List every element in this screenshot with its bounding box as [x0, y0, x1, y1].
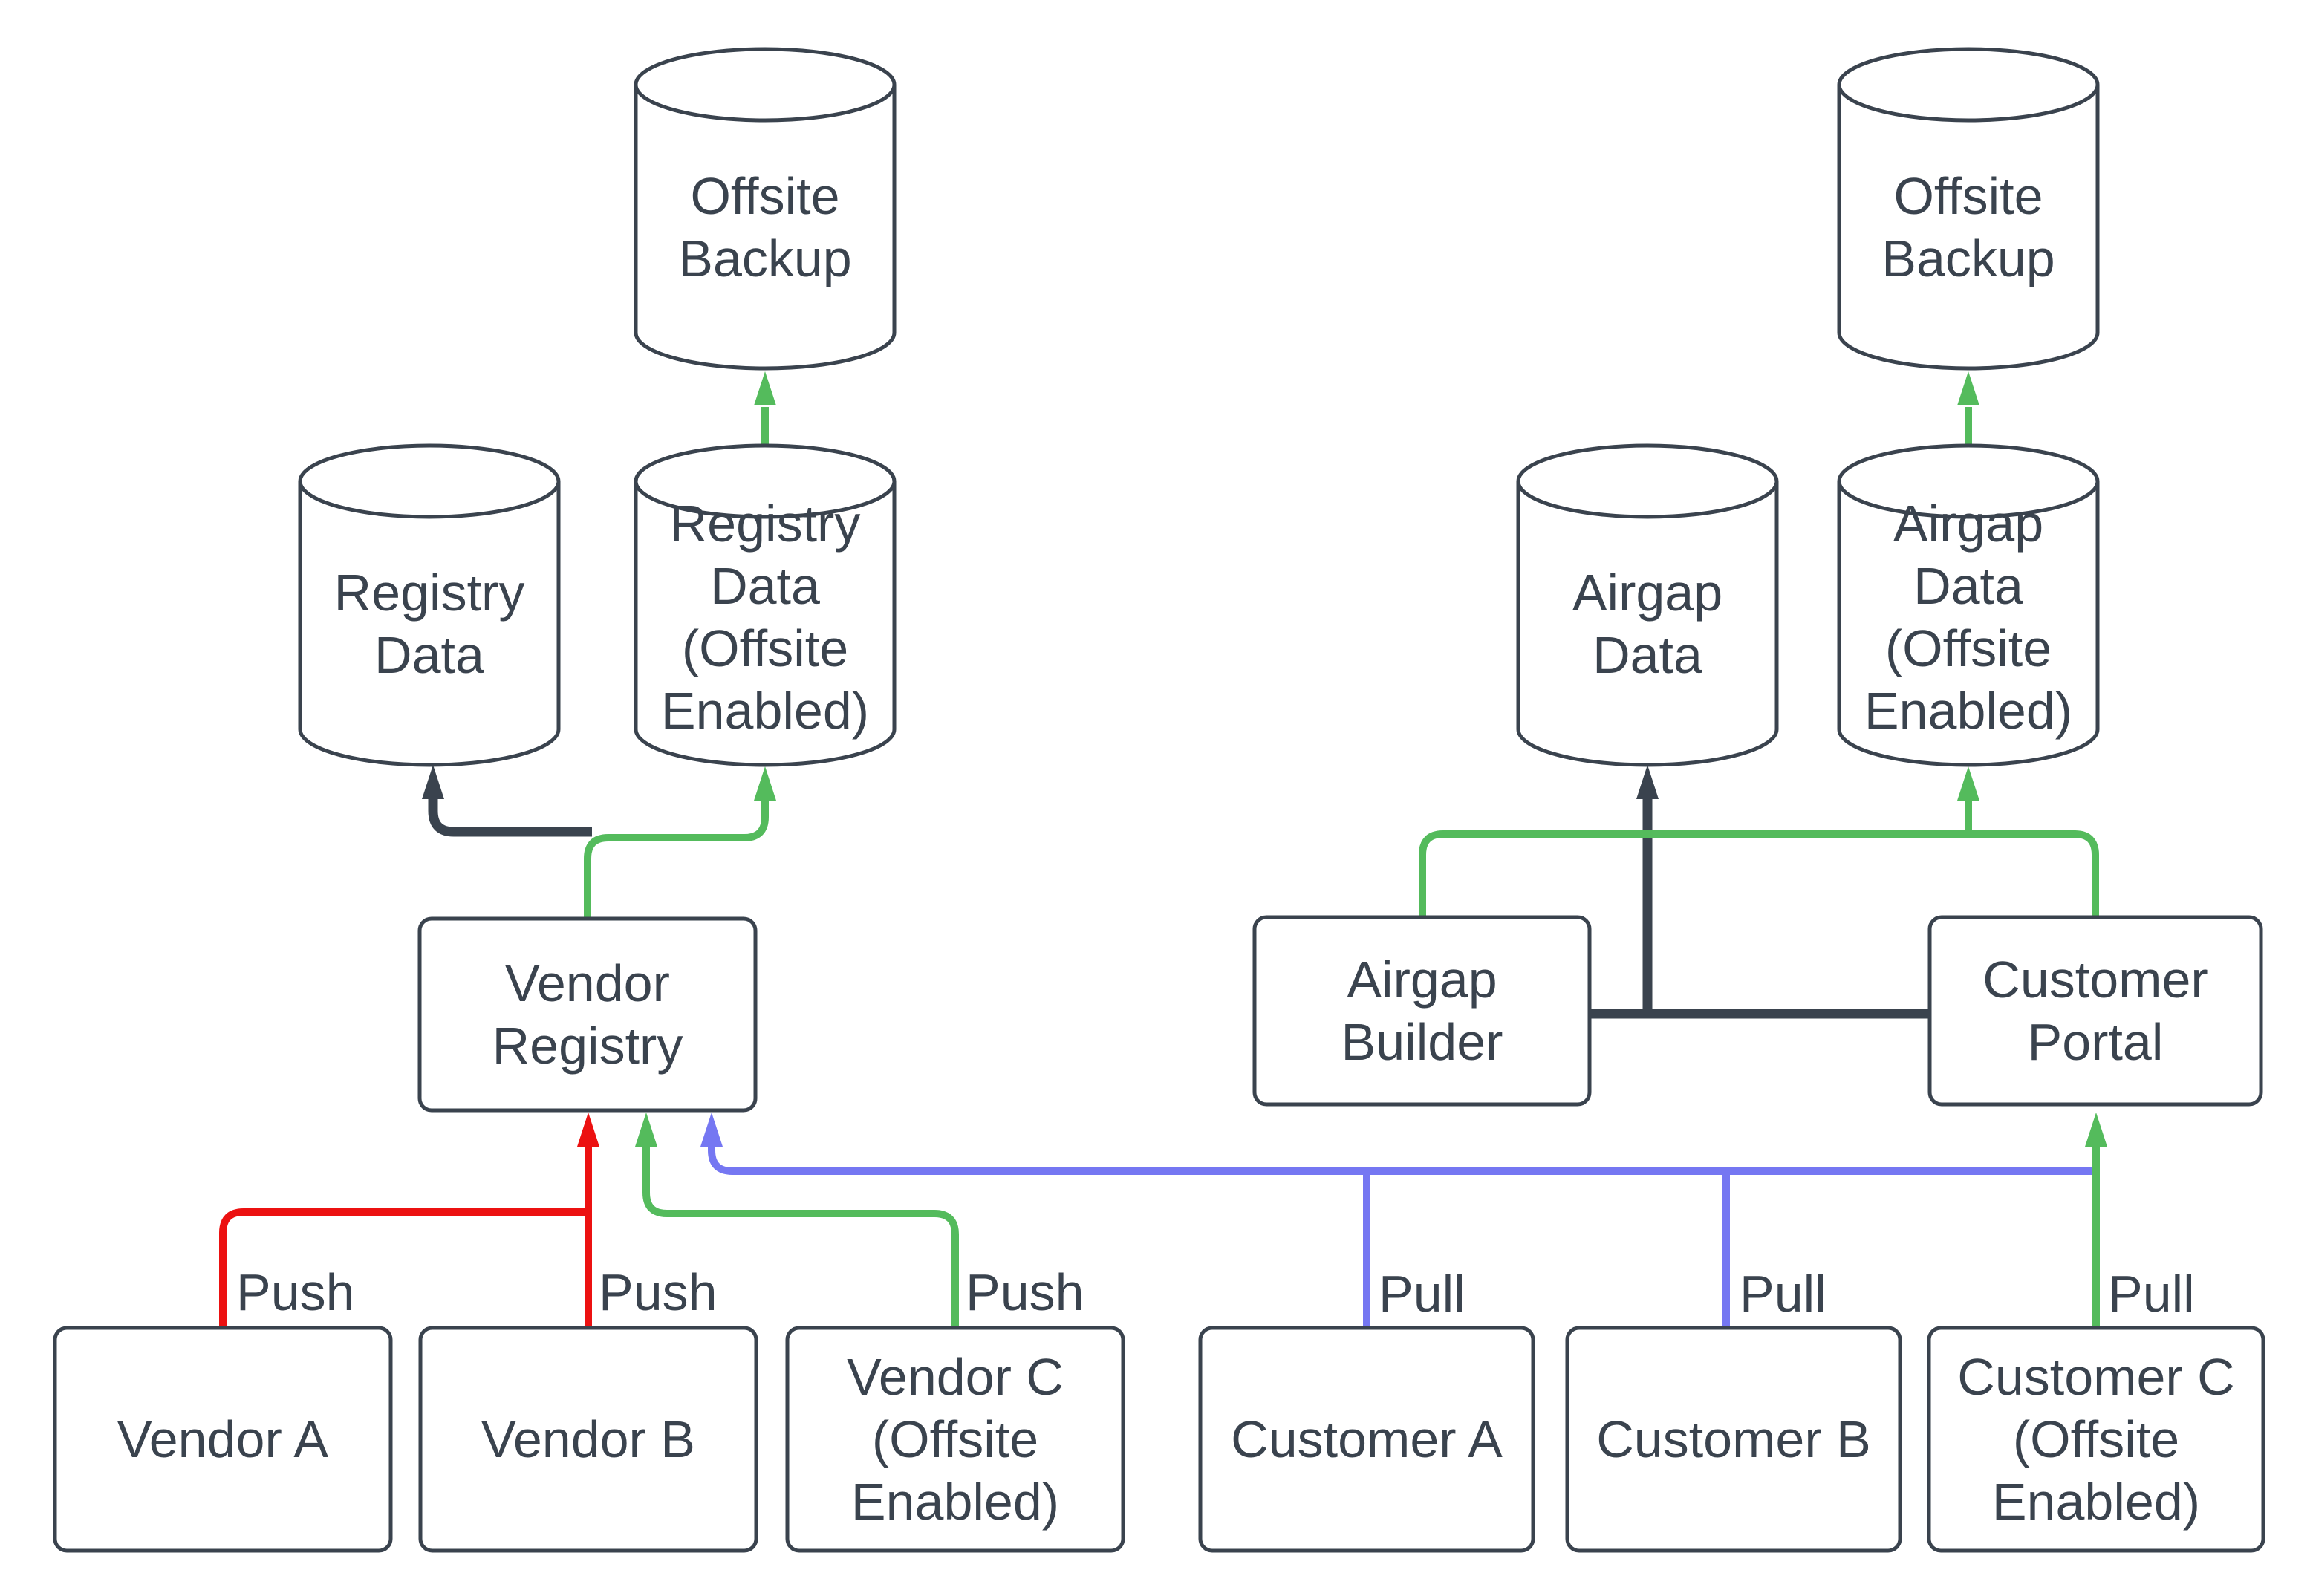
node-vendor-registry [417, 916, 758, 1113]
edge-push-vendor-c [642, 1147, 959, 1329]
label-vendor-registry: Vendor Registry [492, 954, 683, 1075]
label-offsite-backup-right: Offsite Backup [1881, 167, 2055, 287]
arrowhead-vendor-registry-red [577, 1113, 599, 1147]
edge-label-push-vendor-c: Push [966, 1263, 1084, 1321]
edge-pull-trunk-to-vendor-registry [708, 1147, 2095, 1175]
node-vendor-a [53, 1326, 393, 1553]
edge-label-pull-customer-a: Pull [1379, 1265, 1465, 1323]
edge-label-pull-customer-b: Pull [1740, 1265, 1826, 1323]
edges-green [584, 371, 2107, 1329]
node-customer-b [1565, 1326, 1902, 1553]
node-vendor-b [418, 1326, 758, 1553]
arrowhead-vendor-registry-green [635, 1113, 657, 1147]
label-vendor-b: Vendor B [481, 1410, 695, 1468]
label-vendor-c: Vendor C (Offsite Enabled) [847, 1348, 1064, 1531]
label-airgap-data: Airgap Data [1572, 564, 1723, 684]
label-customer-a: Customer A [1231, 1410, 1503, 1468]
arrowhead-vendor-registry-blue [700, 1113, 723, 1147]
arrowhead-offsite-backup-left [754, 371, 776, 405]
label-customer-c: Customer C (Offsite Enabled) [1957, 1348, 2235, 1531]
node-customer-a [1198, 1326, 1535, 1553]
label-airgap-builder: Airgap Builder [1341, 951, 1503, 1071]
edges-red [219, 1113, 599, 1329]
edges-blue [700, 1113, 2095, 1328]
edge-label-pull-customer-c: Pull [2108, 1265, 2195, 1323]
node-registry-data [298, 443, 561, 767]
label-airgap-data-offsite: Airgap Data (Offsite Enabled) [1864, 495, 2073, 740]
edge-label-push-vendor-b: Push [599, 1263, 718, 1321]
arrowhead-airgap-data [1636, 765, 1659, 799]
node-airgap-builder [1252, 915, 1592, 1107]
label-vendor-a: Vendor A [117, 1410, 329, 1468]
node-registry-data-offsite [634, 443, 897, 767]
node-customer-c [1927, 1326, 2265, 1553]
label-registry-data: Registry Data [334, 564, 525, 684]
arrowhead-offsite-backup-right [1957, 371, 1979, 405]
arrowhead-registry-data-offsite [754, 766, 776, 801]
edge-vendor-registry-to-registry-data [428, 796, 592, 837]
edge-vendor-registry-to-registry-data-offsite [584, 799, 769, 919]
edge-push-vendor-a [219, 1208, 585, 1329]
node-shapes [53, 47, 2265, 1553]
node-vendor-c [785, 1326, 1125, 1553]
arrowhead-airgap-data-offsite [1957, 766, 1979, 801]
node-airgap-data-offsite [1837, 443, 2100, 767]
label-offsite-backup-left: Offsite Backup [678, 167, 852, 287]
node-offsite-backup-right [1837, 47, 2100, 371]
node-offsite-backup-left [634, 47, 897, 371]
arrowhead-registry-data [422, 765, 444, 799]
label-registry-data-offsite: Registry Data (Offsite Enabled) [660, 495, 870, 740]
node-customer-portal [1928, 915, 2263, 1107]
label-customer-b: Customer B [1596, 1410, 1871, 1468]
arrowhead-customer-portal-green [2085, 1113, 2107, 1147]
edge-builder-portal-offsite-trunk [1419, 830, 2099, 917]
label-customer-portal: Customer Portal [1982, 951, 2208, 1071]
edge-label-push-vendor-a: Push [236, 1263, 355, 1321]
node-airgap-data [1516, 443, 1779, 767]
